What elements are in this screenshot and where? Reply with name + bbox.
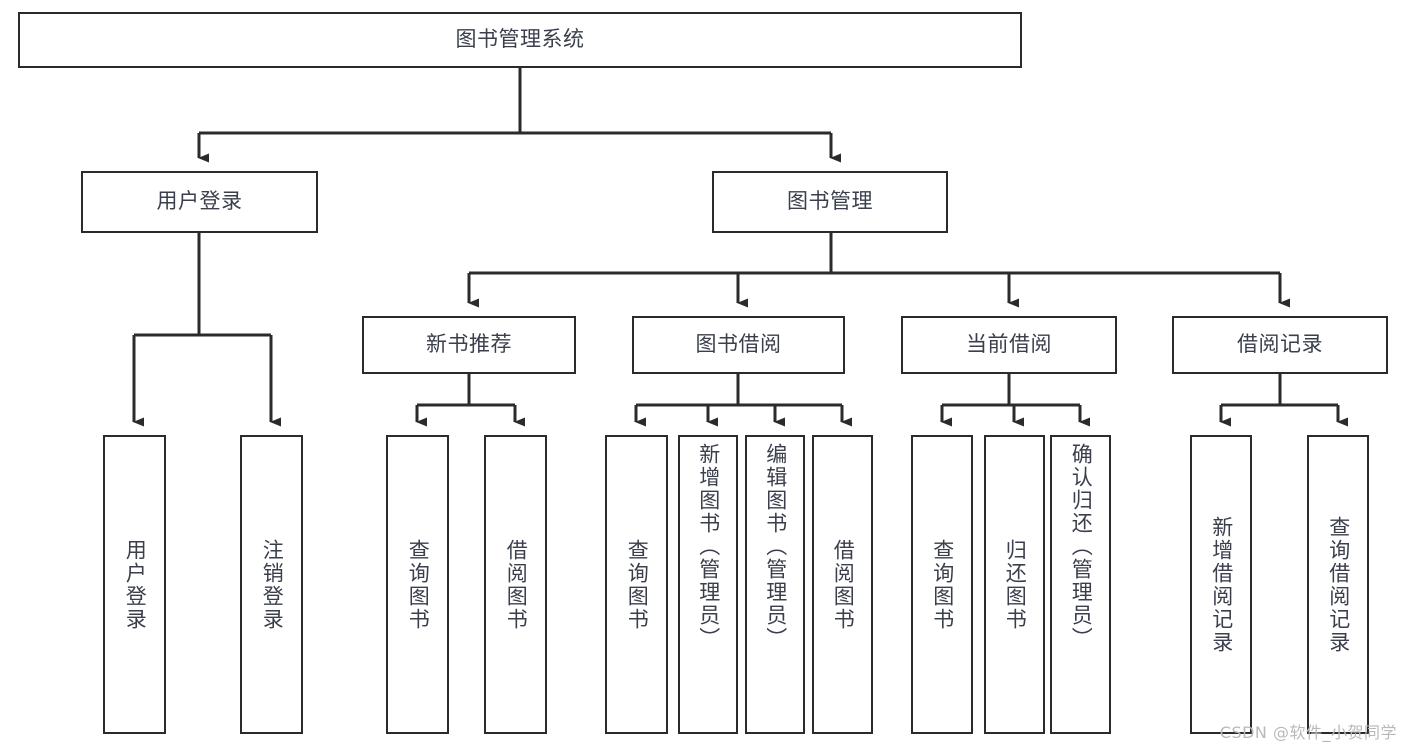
node-leaf-edit-book-label: 编辑图书（管理员）: [763, 443, 788, 650]
node-leaf-borrow-book-2[interactable]: 借阅图书: [812, 435, 873, 734]
node-borrow-record-label: 借阅记录: [1237, 332, 1323, 357]
node-book-borrow[interactable]: 图书借阅: [632, 316, 845, 374]
node-leaf-logout-label: 注销登录: [260, 538, 285, 631]
node-new-book-rec-label: 新书推荐: [426, 332, 512, 357]
node-leaf-query-record-label: 查询借阅记录: [1326, 515, 1351, 654]
node-leaf-query-book-3[interactable]: 查询图书: [911, 435, 973, 734]
node-leaf-confirm-return[interactable]: 确认归还（管理员）: [1050, 435, 1111, 734]
node-leaf-logout[interactable]: 注销登录: [240, 435, 303, 734]
node-leaf-borrow-book-2-label: 借阅图书: [831, 538, 856, 631]
csdn-watermark: CSDN @软件_小贺同学: [1219, 723, 1397, 742]
node-leaf-query-book-1-label: 查询图书: [406, 538, 431, 631]
node-leaf-query-book-1[interactable]: 查询图书: [386, 435, 449, 734]
node-leaf-add-book[interactable]: 新增图书（管理员）: [678, 435, 738, 734]
node-leaf-add-record[interactable]: 新增借阅记录: [1190, 435, 1252, 734]
node-leaf-borrow-book-1[interactable]: 借阅图书: [484, 435, 547, 734]
node-borrow-record[interactable]: 借阅记录: [1172, 316, 1388, 374]
node-new-book-rec[interactable]: 新书推荐: [362, 316, 576, 374]
node-book-manage-label: 图书管理: [787, 189, 873, 214]
node-book-manage[interactable]: 图书管理: [712, 171, 948, 233]
node-leaf-edit-book[interactable]: 编辑图书（管理员）: [745, 435, 805, 734]
node-root-label: 图书管理系统: [455, 27, 585, 52]
node-user-login[interactable]: 用户登录: [81, 171, 318, 233]
node-leaf-add-record-label: 新增借阅记录: [1209, 515, 1234, 654]
node-user-login-label: 用户登录: [156, 189, 243, 214]
node-current-borrow[interactable]: 当前借阅: [901, 316, 1117, 374]
node-leaf-borrow-book-1-label: 借阅图书: [504, 538, 529, 631]
node-leaf-query-book-2[interactable]: 查询图书: [605, 435, 668, 734]
node-leaf-user-login-label: 用户登录: [123, 538, 148, 631]
node-leaf-confirm-return-label: 确认归还（管理员）: [1069, 443, 1094, 650]
node-leaf-return-book-label: 归还图书: [1003, 538, 1028, 631]
node-book-borrow-label: 图书借阅: [695, 332, 782, 357]
node-root[interactable]: 图书管理系统: [18, 12, 1022, 68]
node-leaf-return-book[interactable]: 归还图书: [984, 435, 1045, 734]
node-leaf-add-book-label: 新增图书（管理员）: [696, 443, 721, 650]
node-leaf-query-record[interactable]: 查询借阅记录: [1307, 435, 1369, 734]
node-current-borrow-label: 当前借阅: [966, 332, 1052, 357]
node-leaf-query-book-3-label: 查询图书: [930, 538, 955, 631]
node-leaf-user-login[interactable]: 用户登录: [103, 435, 166, 734]
node-leaf-query-book-2-label: 查询图书: [625, 538, 650, 631]
